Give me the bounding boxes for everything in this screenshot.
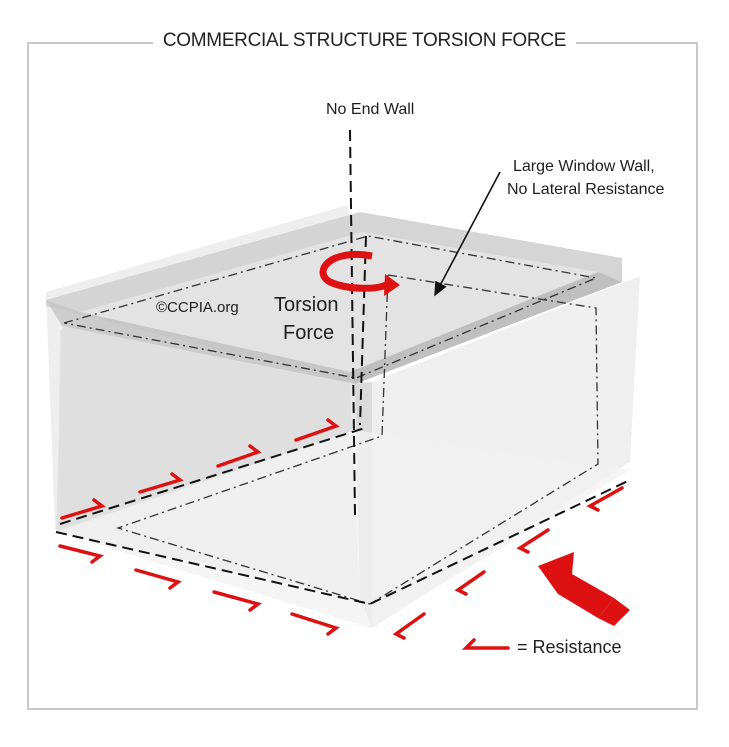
window-wall-label-line2: No Lateral Resistance [507, 181, 665, 198]
resistance-arrow [134, 568, 182, 590]
resistance-arrow [454, 570, 486, 596]
resistance-arrow [60, 498, 106, 520]
floor-slab [56, 430, 630, 628]
window-wall-pointer [434, 171, 501, 297]
corner-post [359, 235, 367, 426]
resistance-arrow [294, 418, 340, 442]
torsion-label-line1: Torsion [274, 294, 339, 316]
resistance-arrow [586, 486, 624, 512]
base-line-left [59, 427, 366, 525]
resistance-arrow [216, 444, 262, 468]
base-line-front [55, 479, 631, 606]
no-end-wall-axis [349, 129, 356, 516]
roof-edge-right [350, 272, 622, 384]
resistance-arrow [58, 544, 104, 564]
resistance-arrow [138, 472, 184, 494]
resistance-arrow [516, 528, 550, 554]
resistance-arrow [392, 612, 426, 640]
legend-label: = Resistance [517, 637, 622, 657]
roof-surface [80, 232, 598, 372]
torsion-label-line2: Force [283, 322, 335, 344]
resistance-arrow [212, 590, 262, 612]
copyright-text: ©CCPIA.org [156, 299, 239, 316]
window-wall-label-line1: Large Window Wall, [513, 158, 655, 175]
lateral-force-arrow [538, 552, 630, 626]
page-title: COMMERCIAL STRUCTURE TORSION FORCE [0, 30, 729, 52]
roof-outline [63, 235, 599, 379]
no-end-wall-label: No End Wall [326, 101, 415, 118]
torsion-arrow [319, 251, 400, 296]
resistance-arrow [290, 612, 340, 636]
window-wall-outline [115, 274, 599, 605]
legend-resistance-arrow [461, 638, 510, 650]
